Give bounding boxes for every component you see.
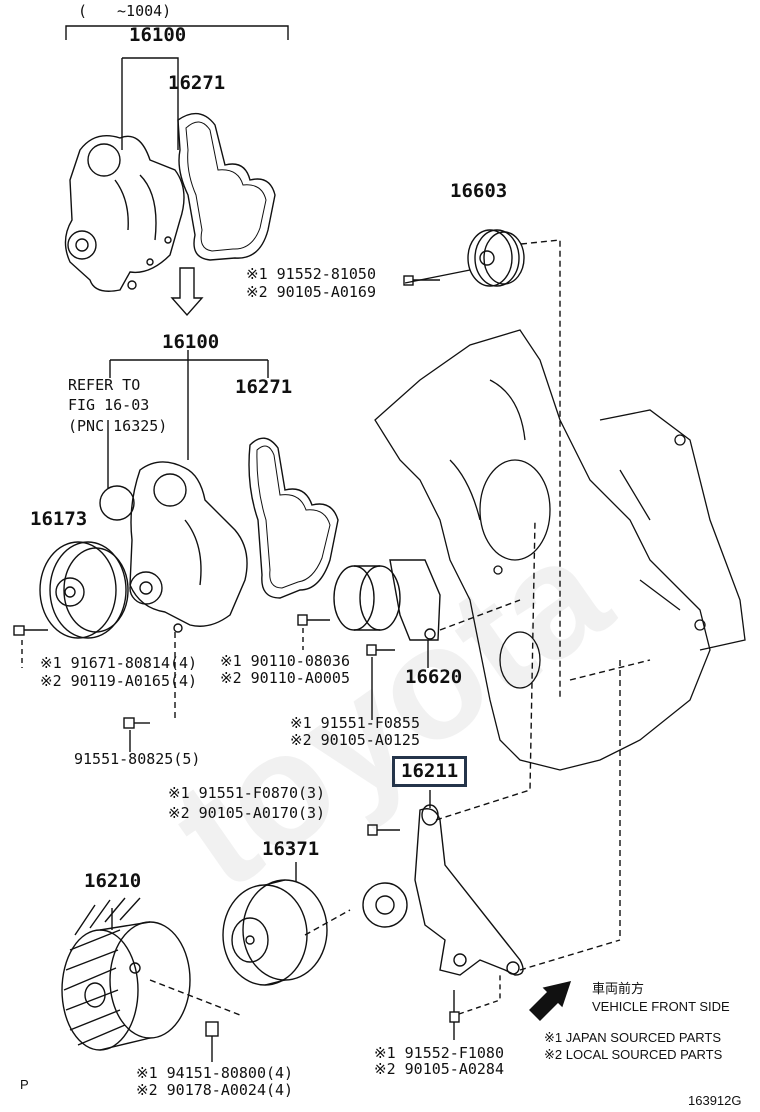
fastener-16620-local: ※2 90105-A0125 <box>290 731 420 749</box>
part-16620: 16620 <box>405 666 463 688</box>
part-16100-mid: 16100 <box>162 331 220 353</box>
vehicle-front-jp: 車両前方 <box>592 981 645 996</box>
bracket-16211-drawing <box>362 804 524 976</box>
mid-water-pump-drawing <box>129 461 248 633</box>
part-16210: 16210 <box>84 870 142 892</box>
part-16173: 16173 <box>30 508 88 530</box>
top-gasket-drawing <box>177 112 276 261</box>
top-water-pump-drawing <box>64 135 185 292</box>
part-16603: 16603 <box>450 180 508 202</box>
part-16271-top: 16271 <box>168 72 226 94</box>
part-16271-mid: 16271 <box>235 376 293 398</box>
dashed-leader-16603 <box>520 239 561 700</box>
top-bracket-line <box>65 25 289 40</box>
pulley-16173-drawing <box>13 541 129 639</box>
corner-p-mark: P <box>20 1077 29 1092</box>
down-arrow <box>170 267 204 317</box>
fastener-16173-japan: ※1 91671-80814(4) <box>40 654 198 672</box>
engine-timing-cover-drawing <box>374 329 746 771</box>
tensioner-16620-drawing <box>333 559 441 720</box>
legend-japan: ※1 JAPAN SOURCED PARTS <box>544 1030 722 1045</box>
fastener-16620-japan: ※1 91551-F0855 <box>290 714 420 732</box>
fastener-pump-japan: ※1 90110-08036 <box>220 652 350 670</box>
refer-line-1: REFER TO <box>68 376 141 394</box>
fan-pulley-16371-drawing <box>222 862 328 986</box>
refer-line-2: FIG 16-03 <box>68 396 150 414</box>
fastener-16210-japan: ※1 94151-80800(4) <box>136 1064 294 1082</box>
fastener-pump-local: ※2 90110-A0005 <box>220 669 350 687</box>
vehicle-front-en: VEHICLE FRONT SIDE <box>592 999 730 1014</box>
fastener-16211-bottom-local: ※2 90105-A0284 <box>374 1060 504 1078</box>
fastener-16603-japan: ※1 91552-81050 <box>246 265 376 283</box>
figure-code: 163912G <box>688 1093 742 1108</box>
fan-clutch-16210-drawing <box>61 897 191 1051</box>
date-range-label: ( ~1004) <box>78 2 172 20</box>
fastener-16211-top-local: ※2 90105-A0170(3) <box>168 804 326 822</box>
mid-bracket-line <box>109 350 269 460</box>
part-16371: 16371 <box>262 838 320 860</box>
fastener-16211-top-japan: ※1 91551-F0870(3) <box>168 784 326 802</box>
part-16100-top: 16100 <box>129 24 187 46</box>
vehicle-front-arrow <box>529 981 572 1021</box>
part-16211-highlighted: 16211 <box>392 756 468 787</box>
fastener-16603-local: ※2 90105-A0169 <box>246 283 376 301</box>
refer-line-3: (PNC 16325) <box>68 417 168 435</box>
idler-pulley-16603-drawing <box>403 229 525 287</box>
mid-gasket-drawing <box>248 437 339 599</box>
fastener-16173-local: ※2 90119-A0165(4) <box>40 672 198 690</box>
legend-local: ※2 LOCAL SOURCED PARTS <box>544 1047 723 1062</box>
fastener-bolt-5: 91551-80825(5) <box>74 750 201 768</box>
oring-drawing <box>99 485 135 521</box>
fastener-16211-bottom-japan: ※1 91552-F1080 <box>374 1044 504 1062</box>
fastener-16210-local: ※2 90178-A0024(4) <box>136 1081 294 1099</box>
